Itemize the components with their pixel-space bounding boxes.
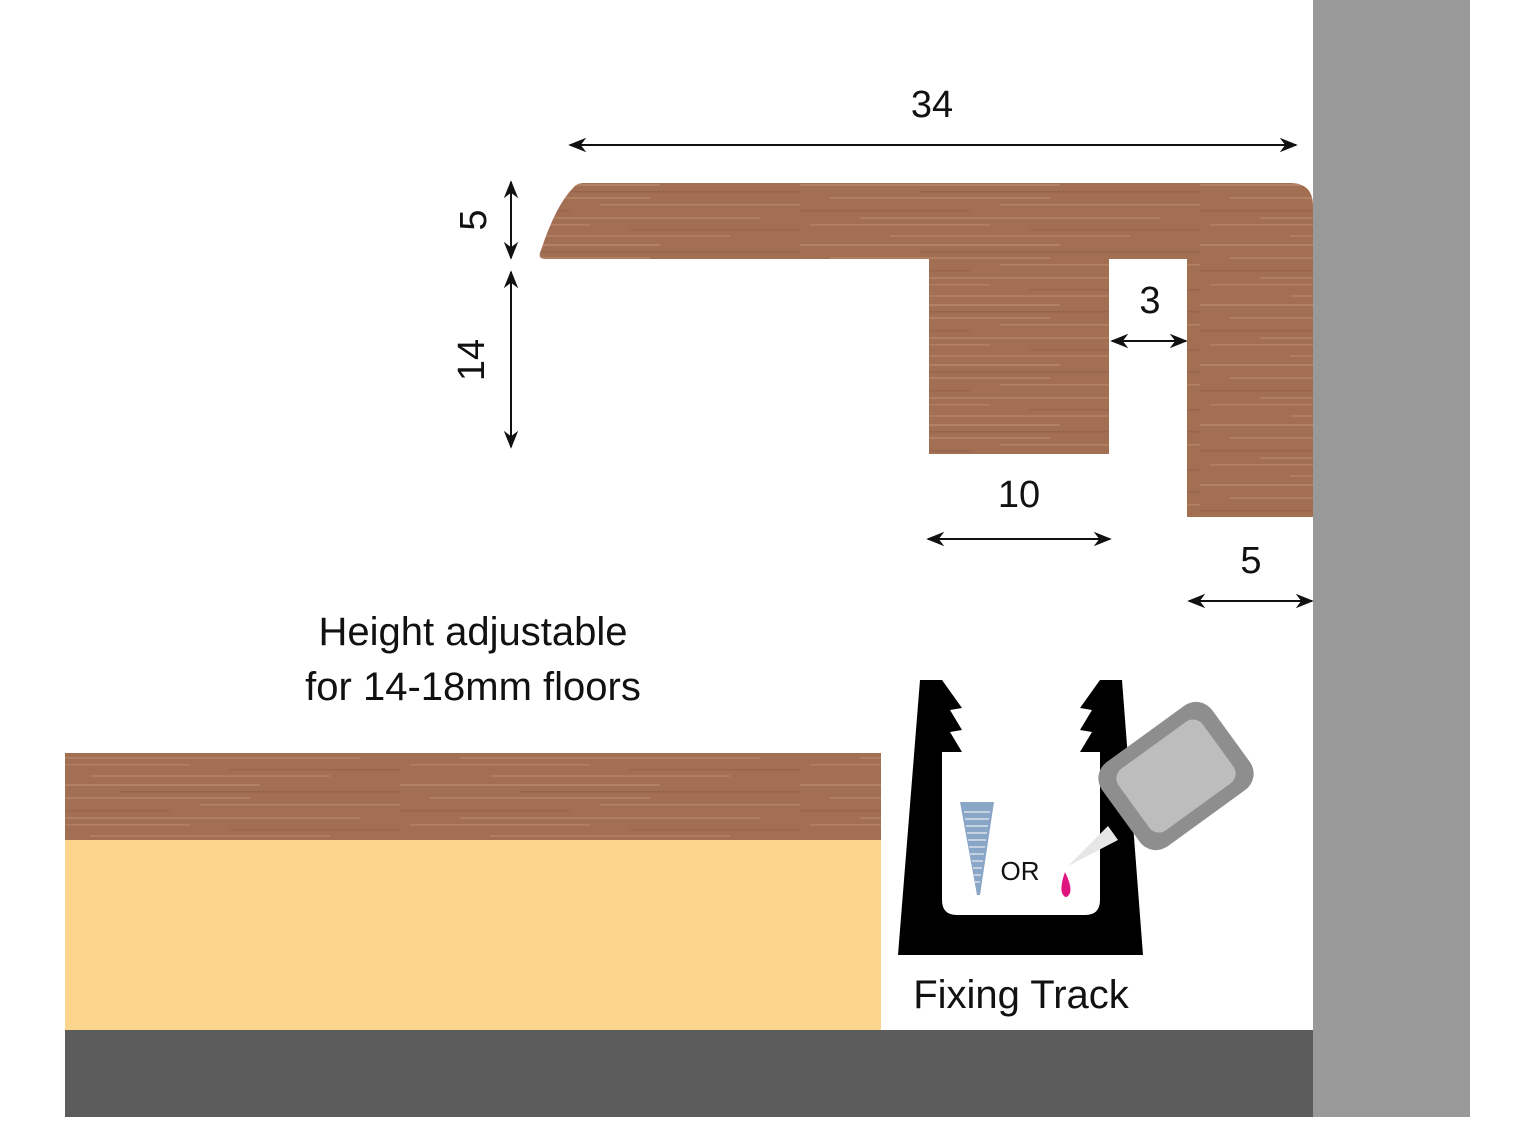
dim-label-3: 3 [1139, 280, 1160, 322]
wall [1313, 0, 1470, 1117]
subfloor [65, 1030, 1313, 1117]
dimension-top-thickness: 5 [453, 180, 519, 260]
or-label: OR [1001, 856, 1040, 886]
dimension-outer-leg-width: 5 [1187, 540, 1314, 609]
caption-height-line1: Height adjustable [318, 610, 627, 654]
caption-height-line2: for 14-18mm floors [305, 665, 641, 709]
screw-icon [960, 802, 994, 895]
end-profile [539, 183, 1313, 517]
dim-label-5-horizontal: 5 [1240, 540, 1261, 582]
floor-board [65, 753, 881, 840]
dimension-overall-width: 34 [568, 84, 1298, 153]
dim-label-5-vertical: 5 [453, 209, 495, 230]
dim-label-14: 14 [451, 339, 493, 381]
dimension-inner-leg-width: 10 [926, 474, 1112, 547]
glue-drop-icon [1061, 872, 1071, 897]
fixing-track [898, 680, 1143, 955]
dimension-leg-height: 14 [451, 270, 519, 449]
caption-fixing-track: Fixing Track [913, 973, 1130, 1017]
underlay [65, 840, 881, 1030]
dimension-slot-width: 3 [1110, 280, 1188, 349]
dim-label-10: 10 [998, 474, 1040, 516]
dim-label-34: 34 [911, 84, 953, 126]
glue-bottle-icon [1068, 701, 1254, 866]
